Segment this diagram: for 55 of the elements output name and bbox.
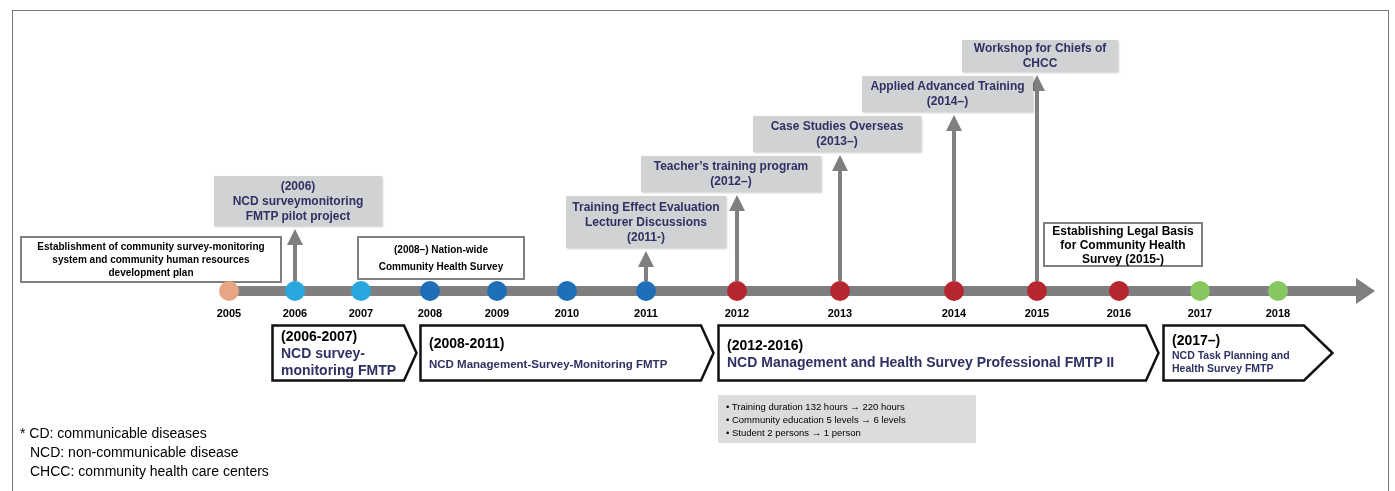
arrow — [638, 251, 654, 281]
arrow — [946, 115, 962, 281]
event-text: Case Studies Overseas (2013–) — [769, 119, 905, 149]
event-text: Establishing Legal Basis for Community Health Survey (2015-) — [1051, 223, 1195, 266]
event-box — [357, 236, 525, 280]
phase-title: NCD Task Planning and Health Survey FMTP — [1172, 349, 1291, 375]
year-label: 2008 — [416, 306, 444, 321]
event-text: Community Health Survey — [378, 260, 504, 273]
event-text: (2006) — [280, 178, 316, 194]
year-label: 2016 — [1105, 306, 1133, 321]
phase-title: NCD survey-monitoring FMTP — [281, 345, 398, 379]
event-text: Teacher’s training program (2012–) — [652, 159, 810, 189]
year-label: 2007 — [347, 306, 375, 321]
year-label: 2009 — [483, 306, 511, 321]
event-box — [753, 116, 921, 152]
event-text: Applied Advanced Training (2014–) — [869, 79, 1026, 109]
phase-years: (2008-2011) — [429, 334, 506, 352]
event-text: NCD surveymonitoring FMTP pilot project — [231, 193, 365, 224]
event-text: Training Effect Evaluation Lecturer Discussions (2011-) — [571, 199, 721, 245]
phase-title: NCD Management and Health Survey Professional FMTP II — [727, 353, 1116, 371]
phase-banner — [1162, 324, 1334, 382]
footnote-text: CHCC: community health care centers — [29, 462, 269, 481]
bullet-item: • Community education 5 levels → 6 levels — [726, 412, 907, 426]
year-label: 2014 — [940, 306, 968, 321]
event-box — [214, 176, 382, 226]
bullet-item: • Training duration 132 hours → 220 hours — [726, 399, 906, 413]
year-label: 2017 — [1186, 306, 1214, 321]
year-label: 2018 — [1264, 306, 1292, 321]
year-label: 2013 — [826, 306, 854, 321]
footnote-text: * CD: communicable diseases — [20, 424, 208, 443]
year-label: 2011 — [633, 306, 659, 321]
phase-banner — [717, 324, 1160, 382]
event-box — [862, 76, 1033, 112]
phase-years: (2017–) — [1172, 331, 1222, 349]
event-box — [962, 40, 1118, 72]
event-text: Establishment of community survey-monitoring system and community human resources development plan — [36, 240, 266, 279]
event-box — [20, 236, 282, 283]
year-label: 2005 — [215, 306, 243, 321]
phase-years: (2006-2007) — [281, 327, 359, 345]
phase-banner — [271, 324, 418, 382]
phase-years: (2012-2016) — [727, 335, 805, 354]
bullet-item: • Student 2 persons → 1 person — [726, 425, 862, 439]
event-text: (2008–) Nation-wide — [394, 243, 488, 256]
event-text: Workshop for Chiefs of CHCC — [972, 41, 1108, 71]
year-label: 2015 — [1023, 306, 1051, 321]
year-label: 2006 — [281, 306, 309, 321]
event-box — [641, 156, 821, 192]
note-box — [718, 395, 976, 443]
year-label: 2010 — [553, 306, 581, 321]
arrow — [832, 155, 848, 281]
arrow — [287, 229, 303, 281]
phase-title: NCD Management-Survey-Monitoring FMTP — [429, 357, 669, 372]
footnote-text: NCD: non-communicable disease — [29, 443, 240, 462]
arrow — [729, 195, 745, 281]
year-label: 2012 — [723, 306, 751, 321]
